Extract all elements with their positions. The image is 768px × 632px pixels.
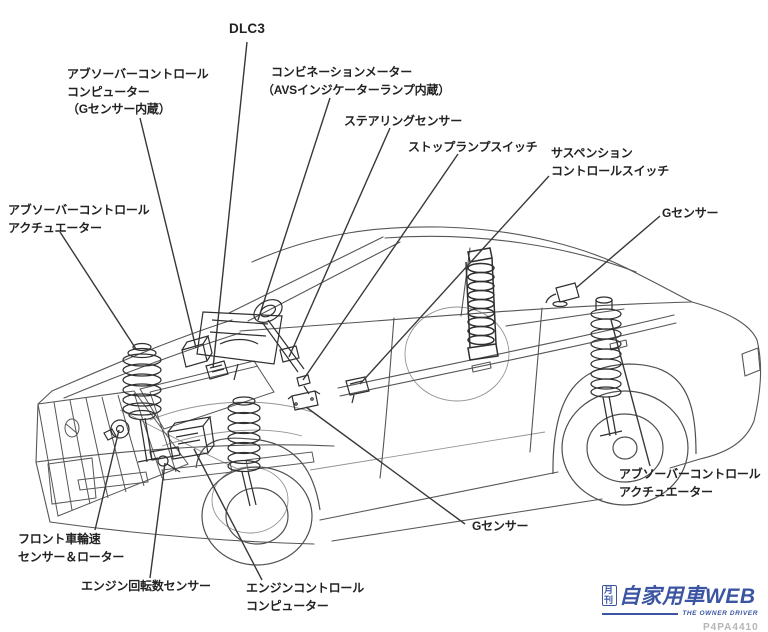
logo-monthly-mark: 月刊 [602,585,617,606]
engine-speed-sensor-part [149,446,181,473]
license-plate [47,457,97,505]
crown-emblem [64,418,80,438]
steering-column [253,299,305,373]
label-absorber-actuator-left: アブソーバーコントロール アクチュエーター [8,203,150,235]
front-left-strut [122,342,162,463]
logo-wordmark: 自家用車WEB [619,585,756,608]
front-wheel-speed-sensor-part [103,419,130,441]
label-front-wheel-speed-sensor: フロント車輪速 センサー＆ローター [18,532,125,564]
logo-rule [602,612,679,615]
leader-lines [59,41,661,581]
headlight [139,360,275,430]
label-engine-control-computer: エンジンコントロール コンピューター [246,581,365,613]
label-absorber-actuator-right: アブソーバーコントロール アクチュエーター [619,467,761,499]
steering-sensor-part [279,345,300,363]
dlc3-connector [205,360,229,380]
label-stop-lamp-switch: ストップランプスイッチ [408,140,538,154]
suspension-control-switch-box [345,376,370,404]
logo-tagline: THE OWNER DRIVER [682,610,758,617]
label-absorber-control-computer: アブソーバーコントロール コンピューター （Gセンサー内蔵） [67,67,209,116]
rear-left-strut [465,247,499,361]
label-suspension-control-switch: サスペンション コントロールスイッチ [551,146,670,178]
rear-wheel [552,363,697,506]
label-g-sensor-rear: Gセンサー [662,206,719,220]
label-steering-sensor: ステアリングセンサー [344,114,463,128]
floor-g-sensor-box [287,390,321,411]
front-right-strut [227,396,261,507]
rear-g-sensor-box [545,282,580,308]
label-dlc3: DLC3 [229,21,266,36]
label-g-sensor-floor: Gセンサー [472,519,529,533]
engine-control-computer-box [167,416,215,460]
label-combination-meter: コンビネーションメーター （AVSインジケーターランプ内蔵） [262,65,451,97]
instrument-cluster [196,311,283,381]
front-wheel [195,437,321,566]
credit-code: P4PA4410 [703,622,759,632]
label-engine-speed-sensor: エンジン回転数センサー [81,579,211,593]
stop-lamp-switch-part [296,374,311,395]
magazine-logo: 月刊 自家用車WEB THE OWNER DRIVER [602,585,758,617]
car-body [35,226,762,545]
rear-right-strut [590,296,623,437]
ghost-wheels [119,306,546,534]
